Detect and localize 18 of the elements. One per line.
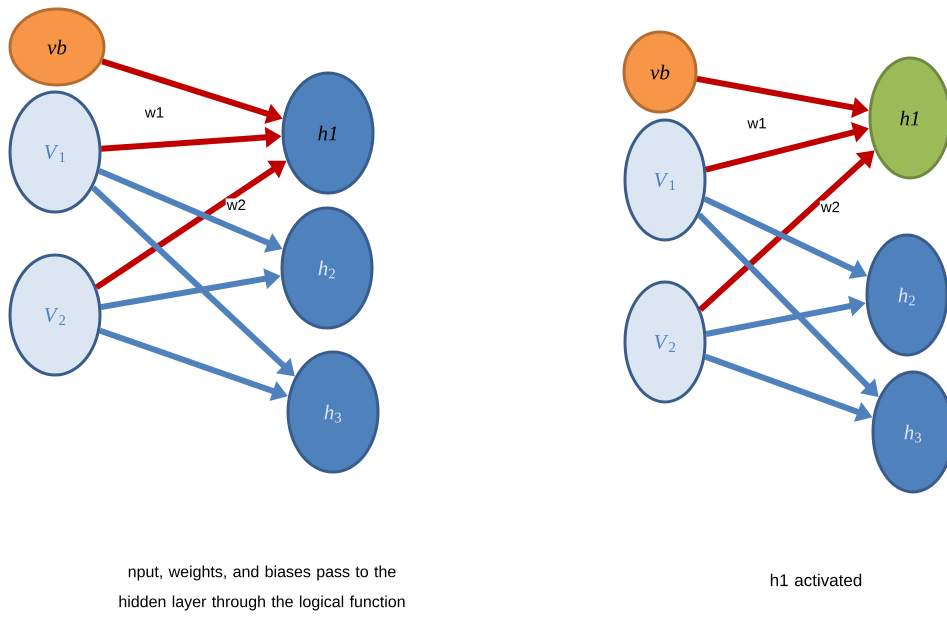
- edge-label: w2: [820, 202, 840, 212]
- hidden-node: h1: [282, 72, 374, 194]
- hidden-node: h$_{3}$: [286, 350, 380, 474]
- caption: nput, weights, and biases pass to the hidden layer through the logical function: [119, 566, 405, 610]
- edge-label: w1: [144, 107, 164, 118]
- bias-node: vb: [622, 30, 698, 114]
- edge-label: w1: [747, 118, 766, 128]
- hidden-node: h$_{3}$: [872, 370, 947, 494]
- caption: h1 activated: [770, 574, 862, 586]
- visible-node: V$_{1}$: [8, 90, 102, 214]
- visible-node: V$_{2}$: [8, 254, 102, 376]
- visible-node: V$_{2}$: [624, 280, 706, 404]
- bias-node: vb: [8, 8, 106, 86]
- hidden-node: h$_{2}$: [866, 234, 947, 356]
- visible-node: V$_{1}$: [624, 118, 706, 242]
- hidden-node: h1: [868, 56, 947, 180]
- edge-label: w2: [226, 200, 246, 210]
- hidden-node: h$_{2}$: [280, 206, 374, 330]
